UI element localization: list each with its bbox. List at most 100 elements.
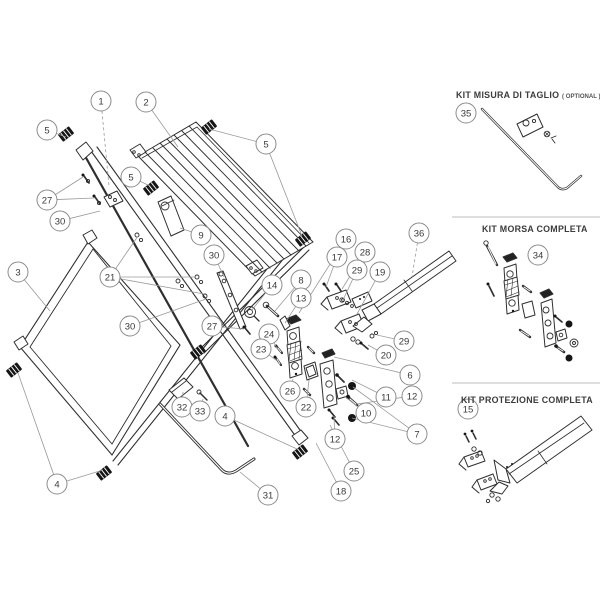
leader-line: [115, 235, 139, 269]
balloon-circle: [257, 484, 279, 506]
detail-line: [83, 175, 90, 184]
leader-line: [24, 279, 51, 312]
part-balloon-12: 12: [401, 385, 423, 407]
balloon-number: 18: [336, 486, 347, 497]
hole: [572, 341, 576, 345]
hole: [323, 367, 331, 375]
balloon-number: 17: [332, 252, 343, 263]
leader-line: [56, 133, 67, 138]
leader-line: [221, 326, 245, 330]
part-balloon-4: 4: [46, 473, 68, 495]
hole: [495, 496, 501, 502]
hole: [221, 278, 227, 284]
balloon-number: 23: [256, 344, 267, 355]
screw-head-dot: [565, 320, 573, 328]
balloon-circle: [375, 344, 397, 366]
kit-title-text: KIT PROTEZIONE COMPLETA: [461, 395, 593, 406]
detail-line: [199, 392, 208, 401]
detail-line: [472, 432, 477, 440]
hole: [350, 304, 354, 308]
leg-rail-inner-a: [90, 150, 300, 442]
balloon-circle: [326, 246, 348, 268]
part-balloon-18: 18: [330, 480, 352, 502]
detail-line: [324, 284, 330, 292]
balloon-number: 19: [375, 267, 386, 278]
part-balloon-25: 25: [343, 460, 365, 482]
detail-line: [520, 330, 530, 337]
screw-head-dot: [334, 282, 338, 286]
hole: [202, 293, 208, 299]
balloon-circle: [401, 385, 423, 407]
detail-line: [141, 126, 310, 244]
balloon-number: 21: [105, 272, 116, 283]
part-balloon-32: 32: [171, 396, 193, 418]
balloon-number: 27: [207, 321, 218, 332]
part-balloon-30: 30: [119, 315, 141, 337]
hole: [531, 118, 537, 124]
leader-line: [17, 372, 55, 475]
screw-head-dot: [486, 282, 490, 286]
detail-line: [488, 285, 495, 297]
rubber-foot: [6, 362, 22, 378]
balloon-number: 30: [125, 321, 136, 332]
hole: [470, 456, 474, 460]
detail-line: [471, 479, 480, 494]
leader-line: [342, 278, 354, 301]
hole: [348, 320, 352, 324]
hole: [227, 292, 233, 298]
balloon-circle: [7, 261, 29, 283]
rubber-foot: [190, 344, 206, 360]
sleeve: [168, 377, 194, 400]
screw-head-dot: [81, 173, 85, 177]
leg-end-cap: [75, 141, 94, 161]
balloon-number: 5: [128, 172, 133, 183]
balloon-circle: [46, 473, 68, 495]
hole: [326, 394, 334, 402]
hole: [96, 200, 102, 206]
balloon-number: 3: [15, 267, 20, 278]
detail-line: [188, 125, 307, 247]
detail-line: [361, 343, 369, 350]
balloon-circle: [354, 241, 376, 263]
balloon-circle: [261, 274, 283, 296]
part-balloon-28: 28: [354, 241, 376, 263]
balloon-number: 10: [361, 408, 372, 419]
hole: [254, 269, 258, 273]
detail-line: [403, 279, 413, 292]
detail-line: [465, 435, 470, 443]
balloon-number: 30: [209, 250, 220, 261]
part-balloon-33: 33: [189, 400, 211, 422]
hole: [373, 330, 379, 336]
leader-line: [376, 334, 395, 340]
balloon-circle: [455, 102, 477, 124]
kit-title-text: KIT MORSA COMPLETA: [482, 224, 588, 235]
detail-line: [287, 340, 303, 362]
hole: [354, 322, 358, 326]
part-balloon-34: 34: [527, 244, 549, 266]
screw-head-dot: [294, 372, 298, 376]
detail-line: [171, 380, 187, 393]
leader-line: [66, 469, 104, 482]
hole: [350, 336, 356, 342]
part-balloon-9: 9: [190, 224, 212, 246]
leader-line: [325, 266, 334, 288]
screw-head-dot: [565, 354, 573, 362]
leader-line: [356, 280, 376, 315]
part-balloon-5: 5: [36, 119, 58, 141]
balloon-circle: [203, 244, 225, 266]
detail-line: [304, 389, 310, 395]
slide-box: [521, 300, 536, 319]
kit-misura-di-taglio-title: KIT MISURA DI TAGLIO( OPTIONAL ): [456, 90, 600, 101]
balloon-number: 11: [381, 392, 391, 403]
detail-line: [244, 327, 251, 335]
rubber-foot: [58, 126, 74, 142]
balloon-circle: [346, 259, 368, 281]
part-balloon-10: 10: [355, 402, 377, 424]
part-balloon-12: 12: [324, 428, 346, 450]
hole: [132, 150, 136, 154]
leader-line: [411, 242, 418, 278]
detail-line: [173, 134, 292, 256]
hole: [291, 362, 299, 370]
part-balloon-30: 30: [203, 244, 225, 266]
balloon-number: 29: [352, 265, 363, 276]
